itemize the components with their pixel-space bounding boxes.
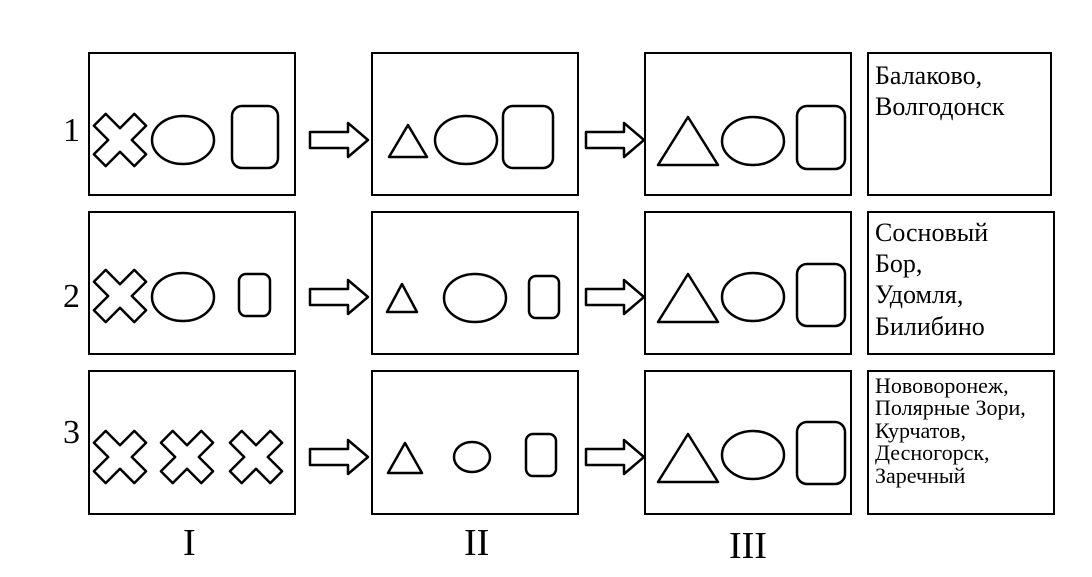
column-label-2: II [464, 522, 490, 564]
rounded-rect-icon [524, 432, 558, 478]
row-label-2: 2 [63, 278, 80, 315]
arrow-icon [308, 121, 370, 159]
row-1-stage-2-box [371, 52, 579, 196]
row-label-3: 3 [63, 414, 80, 451]
triangle-icon [656, 272, 720, 324]
row-1-cities: Балаково, Волгодонск [875, 61, 1005, 122]
row-3-cities: Нововоронеж, Полярные Зори, Курчатов, Де… [875, 373, 1026, 488]
row-3-stage-3-box [644, 370, 852, 515]
ellipse-icon [452, 440, 492, 474]
triangle-icon [656, 432, 720, 484]
triangle-icon [387, 123, 429, 159]
rounded-rect-icon [795, 262, 847, 328]
row-1-cities-box: Балаково, Волгодонск [867, 52, 1052, 196]
triangle-icon [385, 282, 419, 314]
rounded-rect-icon [795, 104, 847, 171]
row-label-1: 1 [63, 112, 80, 149]
rounded-rect-icon [795, 420, 847, 486]
cross-icon [92, 112, 148, 168]
arrow-icon [584, 438, 646, 476]
row-2-stage-2-box [371, 211, 579, 355]
arrow-icon [308, 278, 370, 316]
column-label-3: III [729, 525, 767, 567]
rounded-rect-icon [230, 104, 280, 170]
ellipse-icon [150, 114, 216, 166]
arrow-icon [584, 121, 646, 159]
row-2-cities-box: Сосновый Бор, Удомля, Билибино [867, 211, 1055, 355]
ellipse-icon [720, 271, 786, 323]
row-1-stage-3-box [644, 52, 852, 196]
cross-icon [92, 429, 148, 485]
arrow-icon [584, 278, 646, 316]
ellipse-icon [720, 115, 786, 167]
cross-icon [228, 429, 284, 485]
row-2-cities: Сосновый Бор, Удомля, Билибино [875, 218, 989, 341]
row-2-stage-3-box [644, 211, 852, 355]
rounded-rect-icon [501, 104, 555, 170]
arrow-icon [308, 438, 370, 476]
ellipse-icon [720, 429, 786, 481]
ellipse-icon [150, 271, 216, 323]
ellipse-icon [442, 272, 508, 324]
rounded-rect-icon [237, 272, 272, 318]
ellipse-icon [433, 114, 499, 166]
cross-icon [159, 429, 215, 485]
triangle-icon [386, 441, 424, 475]
row-3-cities-box: Нововоронеж, Полярные Зори, Курчатов, Де… [867, 370, 1055, 515]
triangle-icon [656, 115, 720, 167]
cross-icon [92, 268, 148, 324]
column-label-1: I [183, 522, 196, 564]
rounded-rect-icon [527, 274, 561, 320]
